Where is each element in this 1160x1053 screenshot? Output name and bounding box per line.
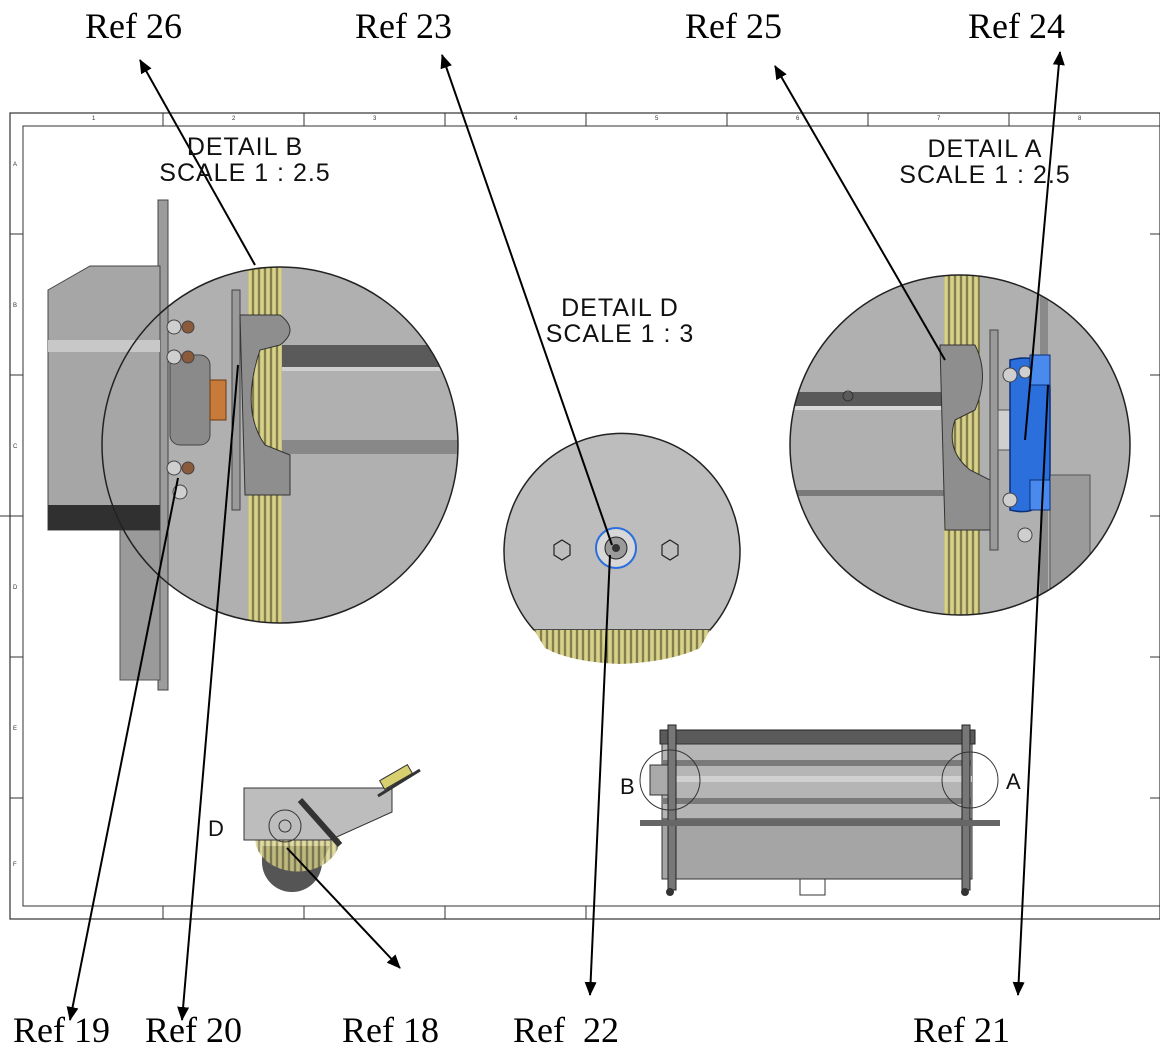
detail-a-scale: SCALE 1 : 2.5 [899,161,1071,190]
side-view [243,763,421,892]
detail-d-view [503,432,741,664]
detail-b-title: DETAIL B SCALE 1 : 2.5 [140,134,350,187]
view-letter-b: B [620,774,635,799]
callout-ref-25: Ref 25 [685,6,782,46]
callout-ref-19: Ref 19 [13,1010,110,1050]
detail-a-title: DETAIL A SCALE 1 : 2.5 [880,136,1090,189]
zone-row-f: F [13,862,17,868]
zone-row-c: C [13,444,18,450]
zone-col-5: 5 [655,116,659,122]
detail-a-name: DETAIL A [927,135,1043,163]
zone-row-d: D [13,585,18,591]
zone-col-3: 3 [373,116,377,122]
front-view [639,724,1000,896]
detail-d-title: DETAIL D SCALE 1 : 3 [520,295,720,348]
detail-b-scale: SCALE 1 : 2.5 [159,159,331,188]
callout-ref-24: Ref 24 [968,6,1065,46]
zone-col-2: 2 [232,116,236,122]
detail-d-name: DETAIL D [561,294,679,322]
zone-row-b: B [13,303,18,309]
callout-ref-20: Ref 20 [145,1010,242,1050]
callout-ref-22: Ref 22 [513,1010,619,1050]
detail-a-view [789,274,1131,616]
callout-ref-26: Ref 26 [85,6,182,46]
detail-d-scale: SCALE 1 : 3 [545,320,695,349]
callout-ref-23: Ref 23 [355,6,452,46]
zone-row-a: A [13,162,18,168]
view-letter-d: D [208,816,224,841]
callout-ref-18: Ref 18 [342,1010,439,1050]
zone-row-e: E [13,726,18,732]
detail-b-view [47,199,459,691]
leader-arrows [66,51,1065,1021]
zone-col-4: 4 [514,116,518,122]
detail-b-name: DETAIL B [186,133,304,161]
zone-col-1: 1 [92,116,96,122]
zone-col-7: 7 [937,116,941,122]
zone-col-8: 8 [1078,116,1082,122]
zone-col-6: 6 [796,116,800,122]
sheet-border [0,112,1160,920]
view-letter-a: A [1006,769,1021,794]
callout-ref-21: Ref 21 [913,1010,1010,1050]
